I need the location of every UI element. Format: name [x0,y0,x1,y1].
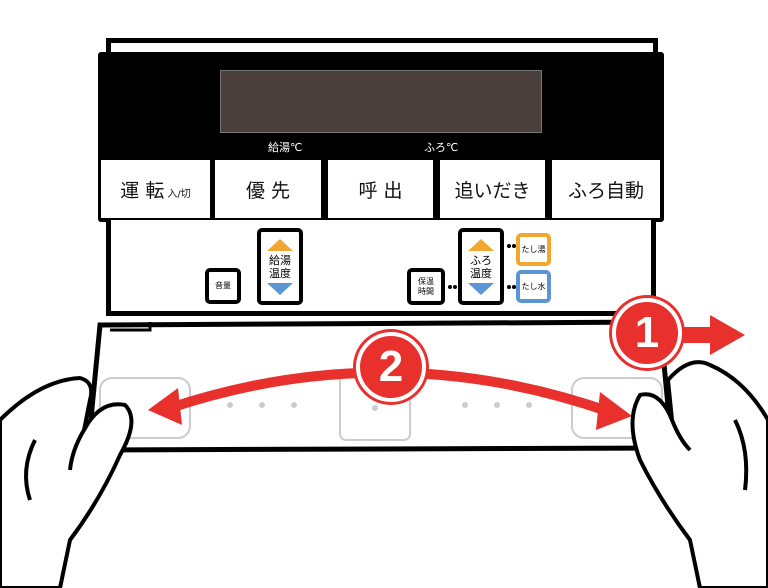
right-hand-icon [630,360,768,588]
call-button[interactable]: 呼 出 [328,160,433,218]
supply-temp-text-2: 温度 [269,266,291,280]
pull-arrow-shaft [676,327,712,343]
lcd-display [220,70,542,133]
keep-warm-text-2: 時間 [418,286,434,296]
power-sub-label: 入/切 [167,188,191,200]
bath-temp-text-2: 温度 [470,266,492,280]
up-arrow-icon[interactable] [468,238,494,251]
dot [507,285,511,289]
panel-top-bezel [106,38,658,52]
bath-temp-button[interactable]: ふろ温度 [458,228,504,305]
priority-button[interactable]: 優 先 [215,160,321,218]
dot [453,285,457,289]
pull-arrow-icon [710,315,745,355]
supply-temp-text-1: 給湯 [269,253,291,267]
keep-warm-text-1: 保温 [418,276,434,286]
down-arrow-icon[interactable] [267,282,293,295]
dot [507,244,511,248]
step-2-badge: 2 [356,332,426,402]
power-button[interactable]: 運 転入/切 [101,160,210,218]
bath-temp-label: ふろ℃ [424,141,459,154]
add-water-button[interactable]: たし水 [516,270,551,303]
lower-panel [106,220,656,316]
arrow-head-left [148,388,182,425]
reheat-button[interactable]: 追いだき [440,160,545,218]
up-arrow-icon[interactable] [267,238,293,251]
down-arrow-icon[interactable] [468,282,494,295]
power-label: 運 転 [120,179,165,202]
dot [512,285,516,289]
add-hot-water-button[interactable]: たし湯 [516,233,551,266]
dot [448,285,452,289]
auto-bath-button[interactable]: ふろ自動 [552,160,660,218]
keep-warm-button[interactable]: 保温時間 [407,268,445,305]
volume-button[interactable]: 音量 [205,268,241,304]
dot [512,244,516,248]
supply-temp-label: 給湯℃ [268,141,303,154]
left-hand-icon [0,376,134,588]
arrow-head-right [596,392,632,430]
bath-temp-text-1: ふろ [470,253,492,267]
supply-temp-button[interactable]: 給湯温度 [257,228,303,305]
step-1-badge: 1 [612,298,682,368]
